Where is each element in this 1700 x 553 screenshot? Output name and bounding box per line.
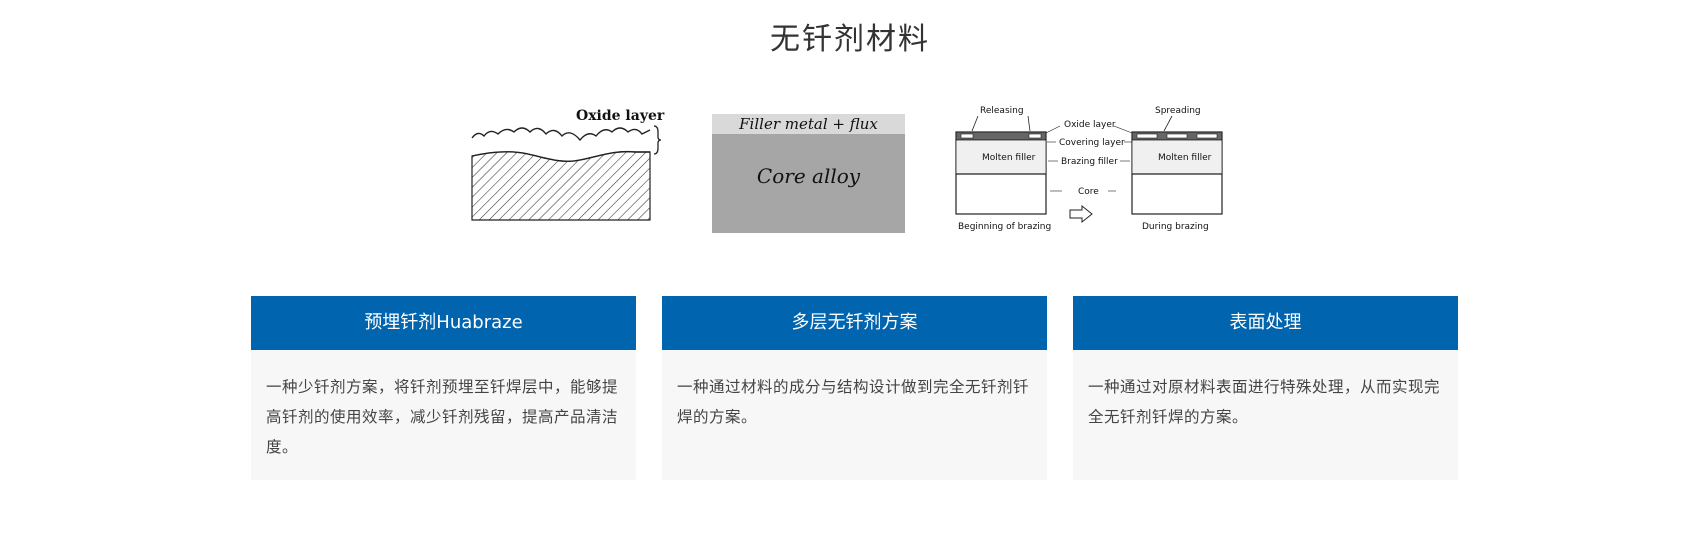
caption-during-brazing: During brazing bbox=[1142, 222, 1209, 232]
molten-filler-left-label: Molten filler bbox=[982, 153, 1036, 163]
card-title[interactable]: 多层无钎剂方案 bbox=[662, 296, 1047, 350]
core-alloy-block: Core alloy bbox=[712, 134, 905, 233]
oxide-layer-diagram: Oxide layer bbox=[471, 108, 665, 221]
oxide-layer-process-label: Oxide layer bbox=[1064, 120, 1116, 130]
card-description: 一种通过对原材料表面进行特殊处理，从而实现完全无钎剂钎焊的方案。 bbox=[1088, 378, 1441, 426]
arrow-right-icon bbox=[1069, 204, 1093, 224]
filler-core-figure: Filler metal + flux Core alloy bbox=[712, 114, 905, 233]
releasing-label: Releasing bbox=[980, 106, 1024, 116]
card-multilayer-fluxless: 多层无钎剂方案 一种通过材料的成分与结构设计做到完全无钎剂钎焊的方案。 bbox=[662, 296, 1047, 480]
caption-beginning-of-brazing: Beginning of brazing bbox=[958, 222, 1051, 232]
oxide-layer-figure: Oxide layer bbox=[470, 100, 670, 240]
card-embedded-flux: 预埋钎剂Huabraze 一种少钎剂方案，将钎剂预埋至钎焊层中，能够提高钎剂的使… bbox=[251, 296, 636, 480]
brazing-filler-label: Brazing filler bbox=[1061, 157, 1118, 167]
card-title[interactable]: 表面处理 bbox=[1073, 296, 1458, 350]
card-description: 一种通过材料的成分与结构设计做到完全无钎剂钎焊的方案。 bbox=[677, 378, 1030, 426]
card-title[interactable]: 预埋钎剂Huabraze bbox=[251, 296, 636, 350]
brazing-process-diagram: Molten filler Molten filler Releasing Sp… bbox=[955, 106, 1223, 232]
brazing-process-figure: Molten filler Molten filler Releasing Sp… bbox=[950, 98, 1230, 236]
spreading-label: Spreading bbox=[1155, 106, 1201, 116]
card-surface-treatment: 表面处理 一种通过对原材料表面进行特殊处理，从而实现完全无钎剂钎焊的方案。 bbox=[1073, 296, 1458, 480]
covering-layer-label: Covering layer bbox=[1059, 138, 1125, 148]
oxide-layer-label: Oxide layer bbox=[576, 108, 665, 124]
filler-flux-label: Filler metal + flux bbox=[712, 114, 905, 134]
core-label: Core bbox=[1078, 187, 1099, 197]
page-title: 无钎剂材料 bbox=[770, 22, 930, 57]
molten-filler-right-label: Molten filler bbox=[1158, 153, 1212, 163]
card-description: 一种少钎剂方案，将钎剂预埋至钎焊层中，能够提高钎剂的使用效率，减少钎剂残留，提高… bbox=[266, 378, 619, 456]
core-alloy-label: Core alloy bbox=[756, 164, 861, 188]
